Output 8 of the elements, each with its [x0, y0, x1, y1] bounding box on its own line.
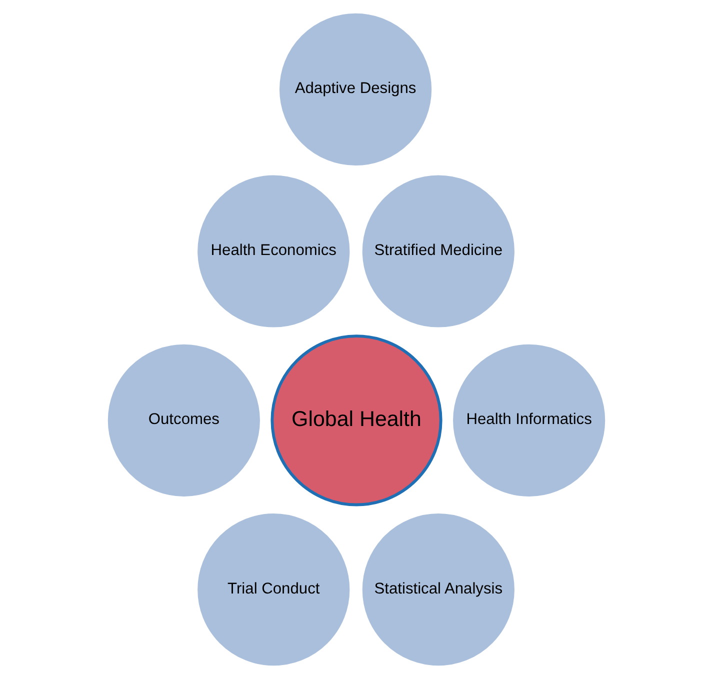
- node-circle: Health Informatics: [450, 342, 607, 498]
- node-circle: Outcomes: [105, 342, 262, 498]
- node-circle: Trial Conduct: [195, 512, 352, 668]
- node-circle: Stratified Medicine: [360, 173, 516, 330]
- node-circle: Global Health: [270, 334, 442, 506]
- node-circle: Health Economics: [195, 173, 352, 330]
- node-circle: Adaptive Designs: [277, 11, 434, 168]
- node-circle: Statistical Analysis: [360, 512, 516, 668]
